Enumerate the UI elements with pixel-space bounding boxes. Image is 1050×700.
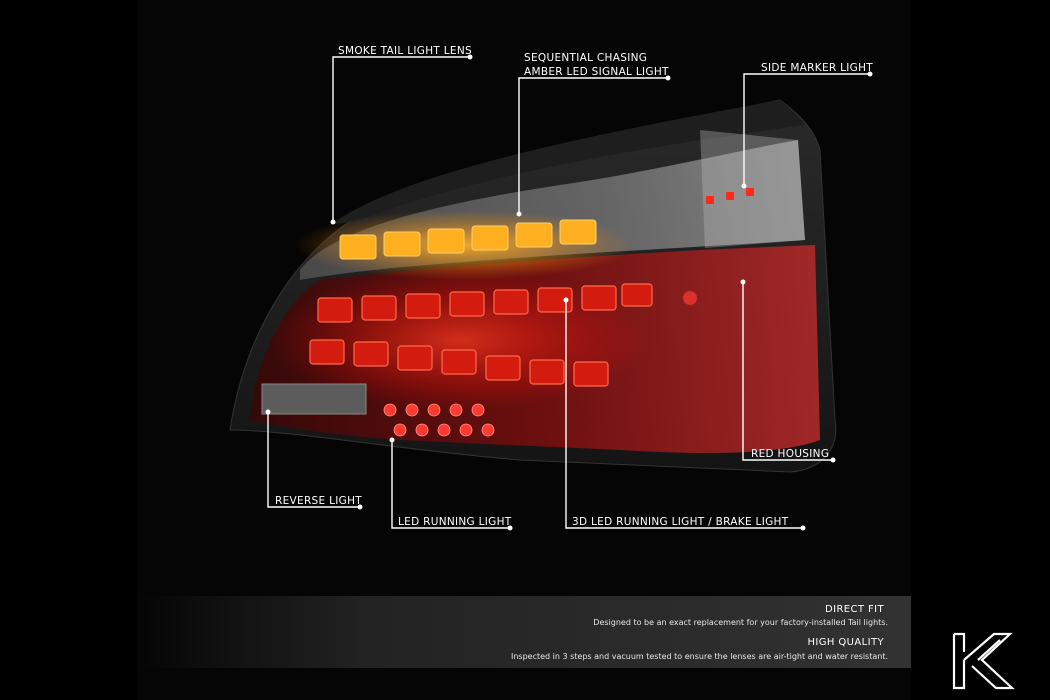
callout-reverse-light: REVERSE LIGHT — [275, 494, 362, 508]
feature-text-high-quality: Inspected in 3 steps and vacuum tested t… — [510, 652, 888, 661]
callout-red-housing: RED HOUSING — [751, 447, 829, 461]
upper-trim — [330, 100, 805, 225]
3d-led-row-lower — [309, 339, 609, 387]
feature-text-direct-fit: Designed to be an exact replacement for … — [593, 618, 888, 627]
callout-led-running-text: LED RUNNING LIGHT — [398, 516, 512, 528]
callout-side-marker-text: SIDE MARKER LIGHT — [761, 62, 874, 74]
amber-signal-leds — [339, 219, 597, 260]
callout-3d-led-text: 3D LED RUNNING LIGHT / BRAKE LIGHT — [572, 516, 789, 528]
k-monogram-logo-icon — [952, 632, 1015, 690]
side-marker-leds — [706, 188, 754, 204]
callout-lines — [265, 54, 873, 531]
feature-title-high-quality: HIGH QUALITY — [807, 637, 884, 648]
callout-side-marker: SIDE MARKER LIGHT — [761, 61, 873, 75]
reverse-light-lens — [261, 383, 367, 415]
callout-3d-led: 3D LED RUNNING LIGHT / BRAKE LIGHT — [572, 515, 788, 529]
red-reflector — [683, 291, 697, 305]
3d-led-row-upper — [317, 283, 653, 323]
callout-red-housing-text: RED HOUSING — [751, 448, 830, 460]
callout-smoke-lens-text: SMOKE TAIL LIGHT LENS — [338, 45, 472, 57]
callout-sequential-line2: AMBER LED SIGNAL LIGHT — [524, 66, 669, 78]
callout-led-running: LED RUNNING LIGHT — [398, 515, 512, 529]
feature-title-direct-fit: DIRECT FIT — [825, 604, 884, 615]
callout-reverse-light-text: REVERSE LIGHT — [275, 495, 362, 507]
led-running-dots — [383, 403, 495, 437]
callout-smoke-lens: SMOKE TAIL LIGHT LENS — [338, 44, 472, 58]
callout-sequential-line1: SEQUENTIAL CHASING — [524, 52, 648, 64]
callout-sequential-signal: SEQUENTIAL CHASING AMBER LED SIGNAL LIGH… — [524, 51, 669, 79]
feature-info-band: DIRECT FIT Designed to be an exact repla… — [137, 596, 911, 668]
